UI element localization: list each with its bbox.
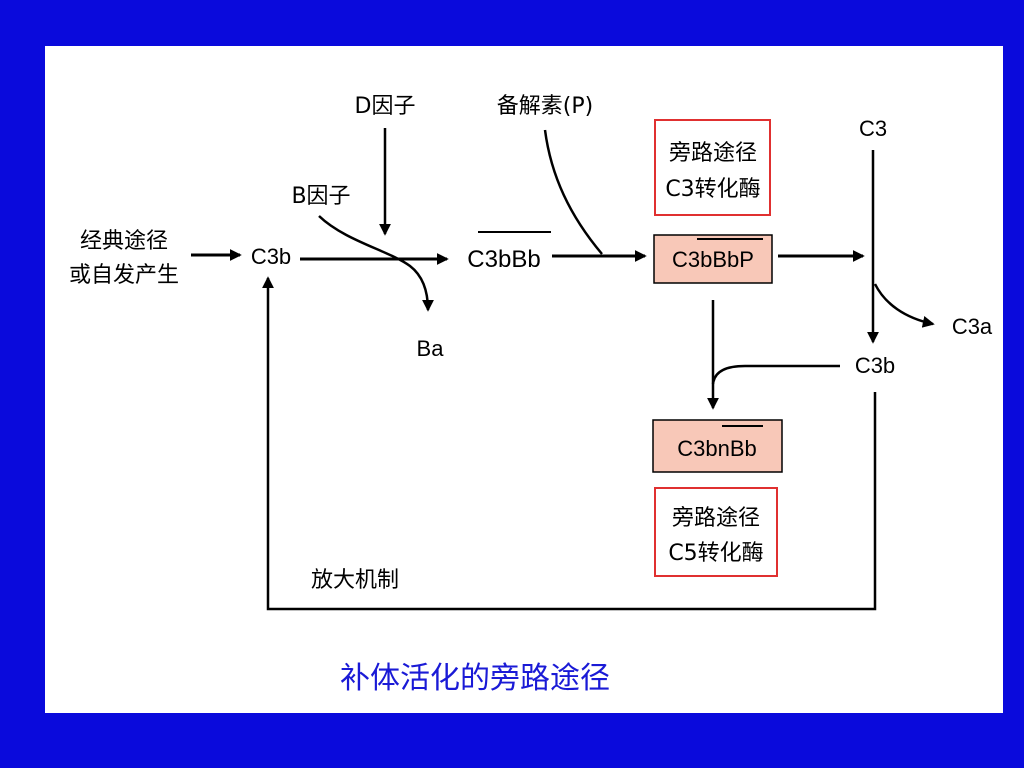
c3b-right-label: C3b <box>855 353 895 378</box>
properdin-label: 备解素(P) <box>497 94 593 119</box>
amplification-label: 放大机制 <box>311 568 399 593</box>
c3-convertase-label-1: 旁路途径 <box>669 141 757 166</box>
c3a-label: C3a <box>952 314 993 339</box>
b-factor-label: B因子 <box>291 184 350 209</box>
c3bnbb-label: C3bnBb <box>677 436 757 461</box>
c3bnbb-box <box>652 419 783 473</box>
slide-panel: D因子 备解素(P) B因子 经典途径 或自发产生 C3b C3bBb Ba C… <box>45 46 1003 713</box>
arrow-b-factor-to-ba <box>318 215 434 312</box>
arrow-c3-to-c3a <box>873 283 935 328</box>
arrow-properdin <box>543 129 603 255</box>
ba-label: Ba <box>417 336 445 361</box>
classical-pathway-label-1: 经典途径 <box>80 229 168 254</box>
arrow-c3b-join <box>711 364 840 385</box>
c3-top-label: C3 <box>859 116 887 141</box>
c3-convertase-label-2: C3转化酶 <box>665 177 760 202</box>
amplification-loop-arrow <box>262 276 877 611</box>
c5-convertase-label-2: C5转化酶 <box>668 541 763 566</box>
c3bbbp-label: C3bBbP <box>672 247 754 272</box>
c3bbbp-box <box>653 234 773 284</box>
c3-convertase-box <box>654 119 771 216</box>
c3bbb-label: C3bBb <box>467 246 540 273</box>
slide-caption: 补体活化的旁路途径 <box>340 661 610 696</box>
c3b-left-label: C3b <box>251 244 291 269</box>
classical-pathway-label-2: 或自发产生 <box>69 263 179 288</box>
alternative-pathway-diagram: D因子 备解素(P) B因子 经典途径 或自发产生 C3b C3bBb Ba C… <box>69 94 993 696</box>
d-factor-label: D因子 <box>355 94 416 119</box>
c5-convertase-box <box>654 487 778 577</box>
c5-convertase-label-1: 旁路途径 <box>672 506 760 531</box>
